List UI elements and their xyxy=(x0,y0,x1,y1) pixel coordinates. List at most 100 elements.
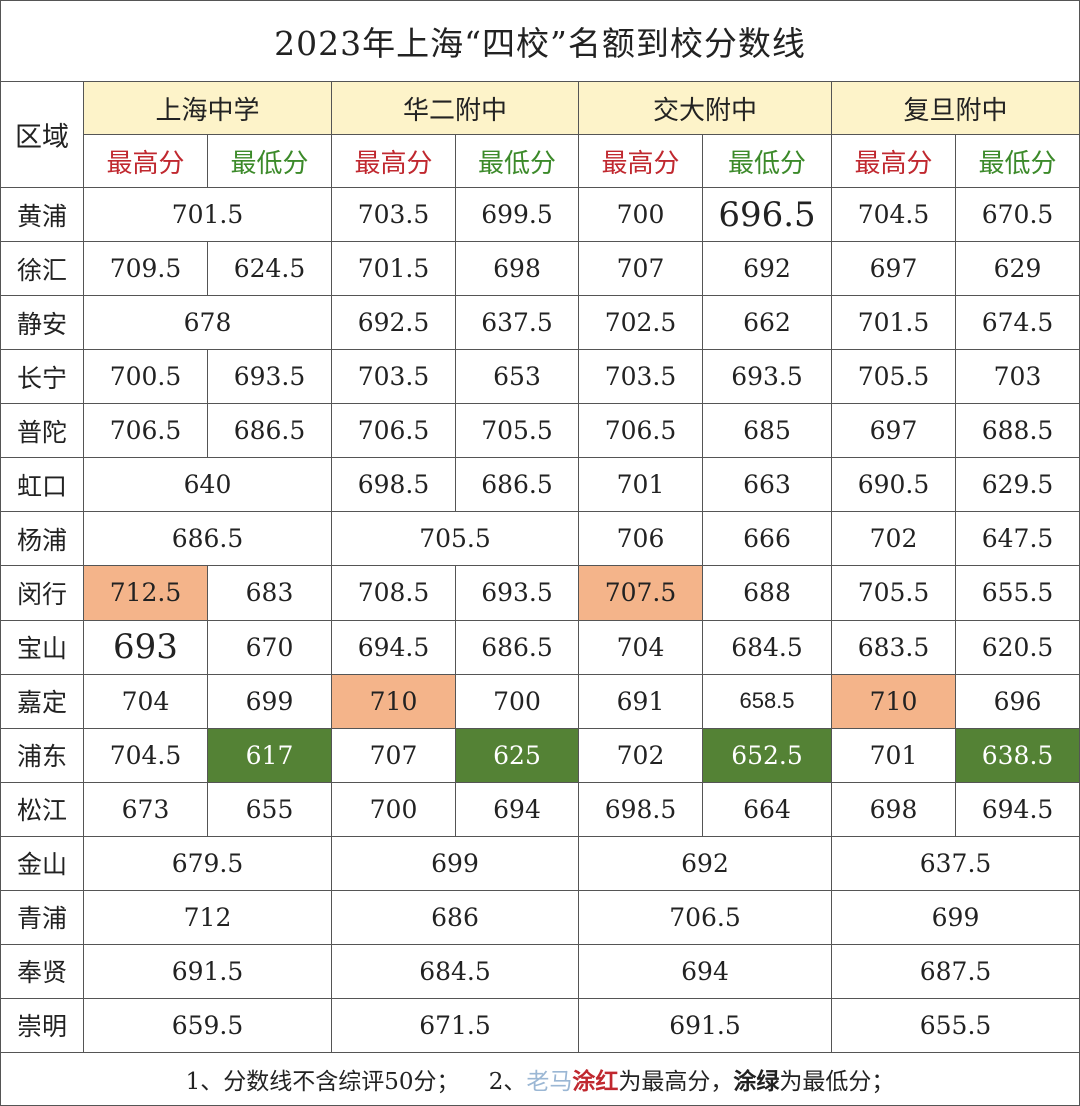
merged-score-cell: 694 xyxy=(578,943,832,999)
score-cell: 700 xyxy=(455,673,579,729)
max-score-header: 最高分 xyxy=(831,134,956,188)
score-cell: 620.5 xyxy=(954,619,1080,675)
merged-score-cell: 699 xyxy=(830,889,1080,945)
merged-score-cell: 684.5 xyxy=(331,943,579,999)
score-cell: 704 xyxy=(83,673,208,729)
merged-score-cell: 687.5 xyxy=(830,943,1080,999)
region-cell: 青浦 xyxy=(0,889,84,945)
school-header-jiaoda: 交大附中 xyxy=(578,81,832,135)
score-cell: 703.5 xyxy=(578,349,703,405)
score-cell: 693.5 xyxy=(455,565,579,621)
score-cell: 705.5 xyxy=(831,565,956,621)
min-score-header: 最低分 xyxy=(702,134,832,188)
score-cell: 629 xyxy=(954,241,1080,297)
merged-score-cell: 659.5 xyxy=(83,997,332,1054)
min-score-header: 最低分 xyxy=(954,134,1080,188)
score-cell: 690.5 xyxy=(831,457,956,513)
score-cell: 638.5 xyxy=(954,727,1080,783)
score-cell: 693.5 xyxy=(207,349,332,405)
min-score-header: 最低分 xyxy=(207,134,332,188)
region-cell: 宝山 xyxy=(0,619,84,675)
score-cell: 710 xyxy=(331,673,456,729)
merged-score-cell: 706.5 xyxy=(578,889,832,945)
region-cell: 奉贤 xyxy=(0,943,84,999)
region-cell: 长宁 xyxy=(0,349,84,405)
footer-note-2-prefix: 2、 xyxy=(488,1069,527,1095)
score-cell: 702.5 xyxy=(578,295,703,351)
watermark-text: 老马 xyxy=(526,1069,573,1095)
school-header-fudan: 复旦附中 xyxy=(830,81,1080,135)
region-cell: 松江 xyxy=(0,781,84,837)
score-cell: 704.5 xyxy=(831,186,956,243)
score-cell: 703.5 xyxy=(331,186,456,243)
score-cell: 688.5 xyxy=(954,403,1080,459)
score-cell: 701 xyxy=(578,457,703,513)
region-cell: 浦东 xyxy=(0,727,84,783)
score-cell: 694 xyxy=(455,781,579,837)
score-cell: 663 xyxy=(702,457,832,513)
score-cell: 662 xyxy=(702,295,832,351)
score-cell: 692.5 xyxy=(331,295,456,351)
table-title: 2023年上海“四校”名额到校分数线 xyxy=(0,0,1080,82)
score-cell: 670.5 xyxy=(954,186,1080,243)
score-cell: 683 xyxy=(207,565,332,621)
score-cell: 698 xyxy=(455,241,579,297)
merged-score-cell: 699 xyxy=(331,835,579,891)
score-cell: 617 xyxy=(207,727,332,783)
score-cell: 686.5 xyxy=(455,457,579,513)
score-cell: 691 xyxy=(578,673,703,729)
score-cell: 686.5 xyxy=(207,403,332,459)
score-cell: 684.5 xyxy=(702,619,832,675)
region-cell: 嘉定 xyxy=(0,673,84,729)
region-cell: 金山 xyxy=(0,835,84,891)
region-cell: 徐汇 xyxy=(0,241,84,297)
score-cell: 701.5 xyxy=(831,295,956,351)
region-cell: 静安 xyxy=(0,295,84,351)
score-cell: 625 xyxy=(455,727,579,783)
score-cell: 664 xyxy=(702,781,832,837)
merged-score-cell: 691.5 xyxy=(83,943,332,999)
merged-score-cell: 691.5 xyxy=(578,997,832,1054)
score-cell: 706.5 xyxy=(578,403,703,459)
region-cell: 普陀 xyxy=(0,403,84,459)
score-cell: 637.5 xyxy=(455,295,579,351)
score-cell: 707 xyxy=(331,727,456,783)
region-cell: 崇明 xyxy=(0,997,84,1054)
score-cell: 710 xyxy=(831,673,956,729)
score-cell: 696 xyxy=(954,673,1080,729)
score-cell: 701.5 xyxy=(331,241,456,297)
score-cell: 706 xyxy=(578,511,703,567)
score-cell: 705.5 xyxy=(455,403,579,459)
score-cell: 707 xyxy=(578,241,703,297)
score-cell: 700 xyxy=(578,186,703,243)
score-cell: 703.5 xyxy=(331,349,456,405)
score-type-row: 最高分 最低分 最高分 最低分 最高分 最低分 最高分 最低分 xyxy=(1,134,1080,188)
score-cell: 698.5 xyxy=(331,457,456,513)
score-cell: 706.5 xyxy=(83,403,208,459)
region-cell: 杨浦 xyxy=(0,511,84,567)
score-cell: 706.5 xyxy=(331,403,456,459)
score-cell: 692 xyxy=(702,241,832,297)
merged-score-cell: 686.5 xyxy=(83,511,332,567)
school-header-shanghai: 上海中学 xyxy=(83,81,332,135)
score-cell: 704.5 xyxy=(83,727,208,783)
green-legend-suffix: 为最低分； xyxy=(779,1069,895,1095)
score-cell: 698.5 xyxy=(578,781,703,837)
score-cell: 652.5 xyxy=(702,727,832,783)
max-score-header: 最高分 xyxy=(83,134,208,188)
score-cell: 686.5 xyxy=(455,619,579,675)
score-cell: 688 xyxy=(702,565,832,621)
score-cell: 624.5 xyxy=(207,241,332,297)
